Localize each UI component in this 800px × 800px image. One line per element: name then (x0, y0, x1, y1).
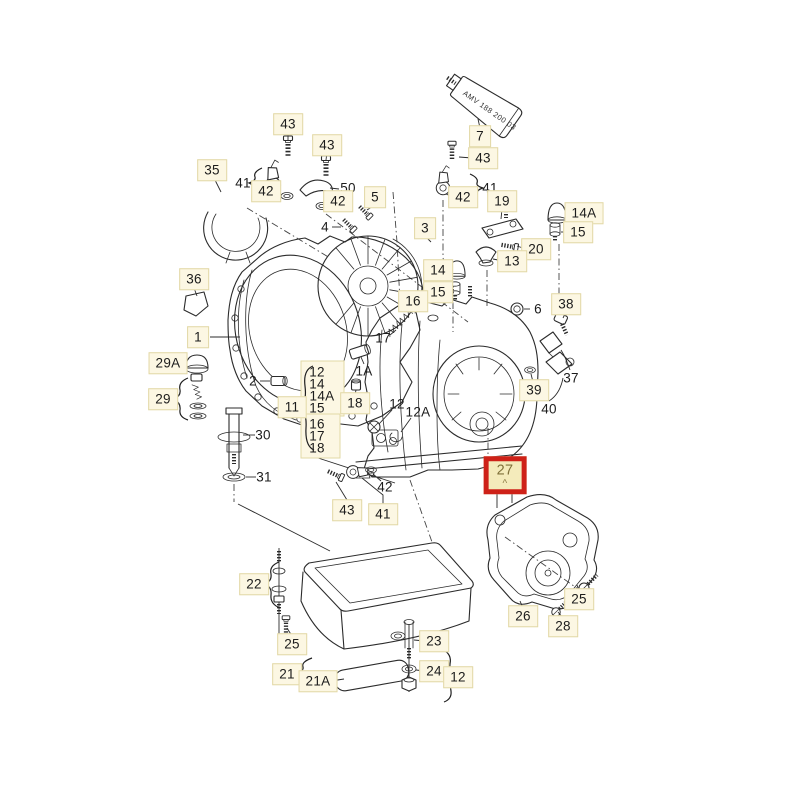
pan-magnet-strip-drawing (334, 659, 410, 692)
part-label-15: 15 (309, 400, 325, 416)
part-label-22[interactable]: 22 (239, 573, 269, 595)
sensor-38-drawing (553, 311, 569, 336)
part-label-40: 40 (541, 401, 557, 417)
part-label-42[interactable]: 42 (323, 190, 353, 212)
part-label-35[interactable]: 35 (197, 159, 227, 181)
part-label-17: 17 (309, 428, 325, 444)
part-label-36[interactable]: 36 (179, 268, 209, 290)
part-label-29[interactable]: 29 (148, 388, 178, 410)
part-label-11[interactable]: 11 (277, 396, 307, 418)
bracket-50-drawing (299, 179, 333, 197)
part-label-39[interactable]: 39 (519, 379, 549, 401)
part-label-42[interactable]: 42 (251, 180, 281, 202)
part-label-12: 12 (389, 396, 405, 412)
part-label-6: 6 (534, 301, 542, 317)
label-group-boxes (300, 360, 345, 459)
part-label-3[interactable]: 3 (414, 217, 436, 239)
valve-13-drawing (475, 246, 497, 264)
part-label-26[interactable]: 26 (508, 605, 538, 627)
filler-tube-30-drawing (217, 407, 251, 477)
side-cover-drawing (486, 494, 599, 610)
part-label-18[interactable]: 18 (340, 392, 370, 414)
part-label-37: 37 (563, 370, 579, 386)
part-label-41[interactable]: 41 (368, 503, 398, 525)
drain-plug-12 (401, 676, 417, 692)
part-label-31: 31 (256, 469, 272, 485)
part-label-25[interactable]: 25 (564, 588, 594, 610)
part-label-14: 14 (309, 376, 325, 392)
part-label-43[interactable]: 43 (273, 113, 303, 135)
part-label-12A: 12A (405, 404, 431, 420)
part-label-41: 41 (235, 175, 251, 191)
part-label-13[interactable]: 13 (497, 250, 527, 272)
part-label-16[interactable]: 16 (398, 290, 428, 312)
part-label-30: 30 (255, 427, 271, 443)
part-label-14A[interactable]: 14A (564, 202, 604, 224)
part-label-18: 18 (309, 440, 325, 456)
part-label-12: 12 (309, 364, 325, 380)
overflow-pipe-23 (403, 619, 415, 660)
plug-18-drawing (350, 378, 362, 391)
snap-ring-12A-drawing (389, 432, 403, 443)
part-label-28[interactable]: 28 (548, 615, 578, 637)
part-label-19[interactable]: 19 (487, 190, 517, 212)
part-label-1[interactable]: 1 (187, 326, 209, 348)
part-label-15[interactable]: 15 (423, 281, 453, 303)
cap-29A-drawing (185, 354, 209, 374)
part-label-20[interactable]: 20 (521, 238, 551, 260)
part-label-15[interactable]: 15 (563, 221, 593, 243)
part-label-25[interactable]: 25 (277, 633, 307, 655)
part-label-12[interactable]: 12 (443, 666, 473, 688)
highlight-caret-icon: ^ (502, 477, 508, 489)
part-label-21A[interactable]: 21A (298, 670, 338, 692)
part-label-17: 17 (375, 330, 391, 346)
part-label-24[interactable]: 24 (419, 660, 449, 682)
part-label-23[interactable]: 23 (419, 630, 449, 652)
pan-bolt-stack-22 (271, 551, 287, 614)
small-parts (183, 136, 599, 692)
bracket-19-drawing (481, 218, 524, 239)
part-label-1A: 1A (355, 363, 373, 379)
part-label-42[interactable]: 42 (448, 186, 478, 208)
part-label-21[interactable]: 21 (272, 663, 302, 685)
part-label-27[interactable]: 27^ (483, 456, 527, 494)
part-label-14[interactable]: 14 (423, 259, 453, 281)
gearbox-housing-drawing (355, 284, 539, 479)
part-label-43[interactable]: 43 (468, 147, 498, 169)
part-label-29A[interactable]: 29A (148, 352, 188, 374)
part-label-2: 2 (249, 373, 257, 389)
wedge-36-drawing (183, 291, 209, 317)
part-label-43[interactable]: 43 (312, 134, 342, 156)
part-label-16: 16 (309, 416, 325, 432)
plug-2-drawing (270, 375, 288, 387)
part-label-42: 42 (377, 479, 393, 495)
part-label-14A: 14A (309, 388, 335, 404)
part-label-4: 4 (321, 219, 329, 235)
clamp-35-drawing (203, 211, 269, 261)
part-label-5[interactable]: 5 (364, 186, 386, 208)
pin-1A-drawing (348, 344, 371, 360)
part-label-38[interactable]: 38 (551, 293, 581, 315)
oil-pan-drawing (300, 542, 474, 650)
part-label-7[interactable]: 7 (469, 125, 491, 147)
part-label-43[interactable]: 43 (332, 499, 362, 521)
